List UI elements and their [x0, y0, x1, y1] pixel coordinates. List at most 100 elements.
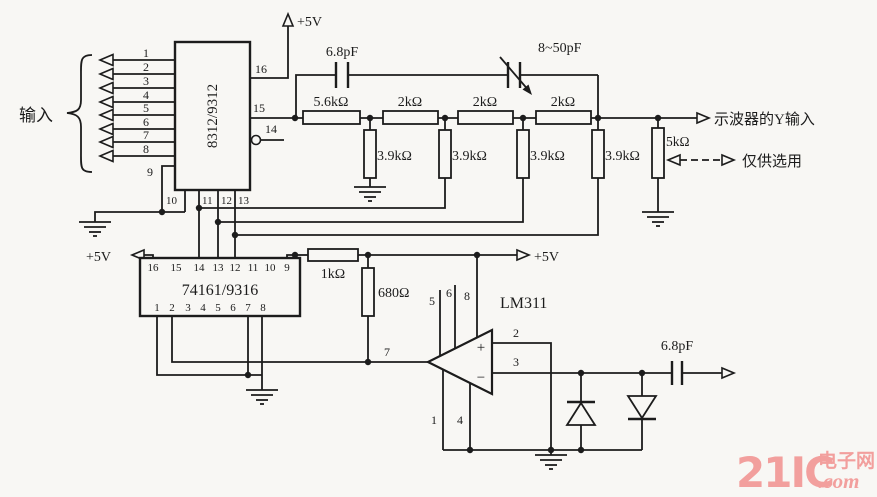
resistor-value: 3.9kΩ	[377, 149, 412, 164]
comparator-pin8-number: 8	[464, 289, 470, 303]
minus-input-sign: −	[477, 370, 485, 386]
feedback-cap-value: 6.8pF	[326, 45, 359, 60]
capacitor-icon	[670, 361, 684, 385]
resistor-value: 5.6kΩ	[314, 95, 349, 110]
mux-pin9-number: 9	[147, 165, 153, 179]
bias-network: 1kΩ +5V 680Ω	[295, 248, 559, 362]
resistor-value: 3.9kΩ	[605, 149, 640, 164]
ground-icon	[535, 454, 567, 470]
resistor-body	[457, 110, 514, 125]
input-arrow-icon	[97, 122, 114, 136]
counter-chip: +5V 74161/9316 16 15 14 13 12 11 10 9 1 …	[86, 248, 428, 405]
pin-number: 14	[194, 262, 206, 274]
diode-down-icon	[626, 373, 658, 450]
input-arrow-icon	[97, 95, 114, 109]
vcc-top-label: +5V	[297, 15, 322, 30]
watermark-site: 电子网	[818, 449, 875, 472]
counter-chip-label: 74161/9316	[182, 282, 258, 299]
input-arrow-icon	[97, 108, 114, 122]
vcc-right-arrow-icon	[516, 248, 532, 262]
mux-chip-body	[173, 40, 252, 192]
mux-pin16-wire	[250, 26, 289, 79]
input-arrow-icon	[97, 53, 114, 67]
resistor-ladder: 5.6kΩ 2kΩ 2kΩ 2kΩ 示波器的Y输入 3.9kΩ 3.9kΩ	[199, 95, 815, 236]
pin-number: 6	[230, 302, 236, 314]
comparator-label: LM311	[500, 295, 547, 312]
resistor-body	[307, 248, 359, 262]
pin-number: 2	[169, 302, 175, 314]
resistor-value: 5kΩ	[666, 134, 690, 149]
resistor-value: 1kΩ	[321, 267, 345, 282]
pin-number: 10	[265, 262, 277, 274]
mux-pin16-number: 16	[255, 62, 267, 76]
counter-chip-body	[138, 256, 302, 318]
resistor-body	[382, 110, 439, 125]
ground-icon	[642, 211, 674, 227]
comparator-pin5-number: 5	[429, 294, 435, 308]
trimmer-capacitor-icon	[499, 56, 532, 95]
watermark: 21IC 电子网 .com	[736, 448, 875, 497]
resistor-value: 3.9kΩ	[530, 149, 565, 164]
resistor-body	[361, 267, 375, 317]
input-pin-number: 7	[143, 128, 149, 142]
ground-icon	[246, 389, 278, 405]
comparator-pin7-number: 7	[384, 345, 390, 359]
plus-input-sign: +	[477, 340, 485, 356]
comparator-pin4-number: 4	[457, 413, 463, 427]
comparator-body	[425, 328, 494, 396]
pin-number: 3	[185, 302, 191, 314]
comparator-pin1-number: 1	[431, 413, 437, 427]
comparator-pin3-number: 3	[513, 355, 519, 369]
input-lines: 1 2 3 4 5 6 7 8	[97, 46, 175, 163]
mux-pin14-bubble	[250, 134, 262, 146]
shunt-resistor-1: 3.9kΩ	[354, 118, 412, 202]
input-arrow-icon	[97, 81, 114, 95]
diode-up-icon	[565, 373, 597, 450]
comparator-pin2-number: 2	[513, 326, 519, 340]
mux-pin11-number: 11	[202, 195, 213, 207]
pin-number: 11	[248, 262, 259, 274]
pin-number: 4	[200, 302, 206, 314]
input-pin-number: 1	[143, 46, 149, 60]
pin-number: 5	[215, 302, 221, 314]
comparator-output-arrow-icon	[721, 366, 737, 380]
junction-dots	[158, 114, 662, 454]
input-pin-number: 2	[143, 60, 149, 74]
vcc-arrow-icon	[281, 11, 295, 27]
output-cap-value: 6.8pF	[661, 339, 694, 354]
resistor-value: 2kΩ	[473, 95, 497, 110]
ground-icon	[354, 186, 386, 202]
resistor-value: 3.9kΩ	[452, 149, 487, 164]
input-arrow-icon	[97, 67, 114, 81]
mux-pin12-number: 12	[221, 195, 232, 207]
feedback-path: 6.8pF 8~50pF	[295, 41, 599, 118]
comparator-pin6-number: 6	[446, 286, 452, 300]
optional-label: 仅供选用	[742, 153, 802, 170]
resistor-value: 2kΩ	[398, 95, 422, 110]
mux-pin15-number: 15	[253, 101, 265, 115]
mux-pin13-number: 13	[238, 195, 250, 207]
comparator: + − LM311 7 5 6 8 1 4 2 3	[384, 255, 737, 470]
shunt-resistor-2: 3.9kΩ	[199, 118, 487, 209]
counter-bottom-pin-numbers: 1 2 3 4 5 6 7 8	[154, 302, 266, 314]
input-pin-number: 6	[143, 115, 149, 129]
potentiometer-5k: 5kΩ 仅供选用	[642, 118, 802, 227]
input-pin-number: 8	[143, 142, 149, 156]
pin-number: 15	[171, 262, 183, 274]
pin-number: 7	[245, 302, 251, 314]
pin-number: 8	[260, 302, 266, 314]
shunt-resistor-3: 3.9kΩ	[218, 118, 565, 223]
ground-icon	[79, 221, 111, 237]
input-arrow-icon	[97, 135, 114, 149]
pin-number: 16	[148, 262, 160, 274]
watermark-brand: 21IC	[736, 448, 833, 497]
input-pin-number: 4	[143, 88, 149, 102]
counter-top-pin-numbers: 16 15 14 13 12 11 10 9	[148, 262, 291, 274]
resistor-body	[302, 110, 361, 125]
mux-pin9-wire	[161, 165, 175, 212]
input-pin-number: 3	[143, 74, 149, 88]
mux-pin10-number: 10	[166, 195, 178, 207]
plus-input-wire	[492, 342, 552, 450]
counter-pin2-to-comparator-wire	[171, 316, 428, 363]
